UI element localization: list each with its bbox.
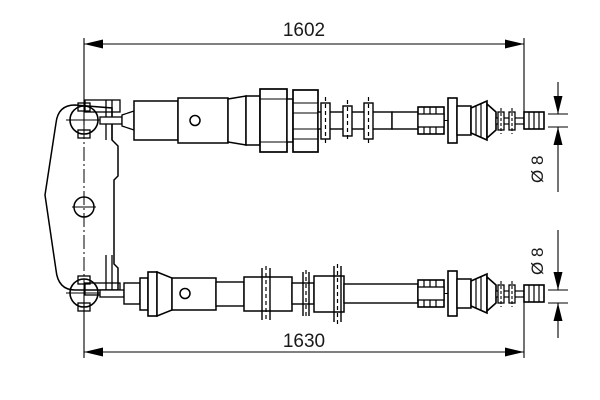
arrowhead-upper-down [553,96,563,114]
arrowhead-lower-up [553,303,563,321]
upper-cone-2 [486,102,497,140]
lower-barrel-2 [215,281,245,307]
lower-hose [343,283,419,304]
lower-sleeve-1 [123,282,141,305]
dimension-label-1630: 1630 [283,331,325,352]
arrowhead-right-1602 [505,39,524,49]
lower-clip-3 [333,264,342,324]
arrowhead-right-1630 [505,347,524,357]
upper-wire-clip-1 [497,108,505,134]
upper-knurled-nut-b [292,89,319,153]
lower-flange-disc [447,270,458,317]
upper-clip-1 [320,97,331,145]
upper-rod-stub [99,116,123,125]
upper-flange-disc [447,97,458,144]
lower-clip-2 [302,270,310,318]
upper-flange-body [456,105,472,136]
lower-cone-2 [486,275,497,313]
lower-barrel-hole [179,287,191,300]
upper-cone-1 [470,99,488,142]
lower-washer-1 [139,277,149,311]
lower-flange-body [456,278,472,309]
ferrule-core [417,113,445,128]
lower-cone-1 [470,272,488,315]
lower-barrel-1 [171,277,217,311]
lower-wire-clip-1 [497,281,505,307]
bottom-eyelet-lug-upper [77,275,91,285]
lower-wire-clip-2 [508,281,516,307]
dimension-dia8-lower: Ø 8 [528,230,568,338]
upper-barrel-hole [189,114,201,127]
upper-collar-a [286,98,294,143]
bracket-outline [44,104,119,291]
lower-taper-1 [156,270,173,318]
dimension-1602: 1602 [83,20,525,125]
lower-clip-1 [261,266,271,322]
upper-conical-spring [470,99,497,142]
upper-brake-cable-assembly [99,88,545,153]
lower-brake-cable-assembly [99,264,545,324]
upper-taper-1 [121,110,135,131]
lower-barrel-3 [243,276,293,312]
dimension-label-dia8-lower: Ø 8 [528,248,547,275]
top-eyelet-lug-upper [77,102,91,112]
dimension-label-dia8-upper: Ø 8 [528,156,547,183]
dimension-dia8-upper: Ø 8 [528,82,568,192]
upper-barrel-1 [133,100,179,141]
arrowhead-upper-up [553,127,563,145]
upper-clip-3 [363,97,374,145]
arrowhead-left-1602 [84,39,103,49]
upper-clip-2 [342,100,353,142]
lower-rod-stub [99,289,125,298]
top-eyelet-lug-lower [77,129,91,139]
upper-wire-clip-2 [508,108,516,134]
lower-barrel-4 [313,275,345,313]
dimension-1630: 1630 [83,288,525,358]
bottom-eyelet-lug-lower [77,302,91,312]
upper-barrel-2 [177,97,229,144]
lower-ferrule-core [417,286,445,301]
lower-flange-1 [147,271,158,317]
lower-conical-spring [470,272,497,315]
dimension-label-1602: 1602 [283,20,325,41]
arrowhead-lower-down [553,272,563,290]
mounting-bracket-plate [44,99,121,312]
arrowhead-left-1630 [84,347,103,357]
upper-barrel-3 [227,95,247,146]
upper-barrel-4 [245,95,261,146]
